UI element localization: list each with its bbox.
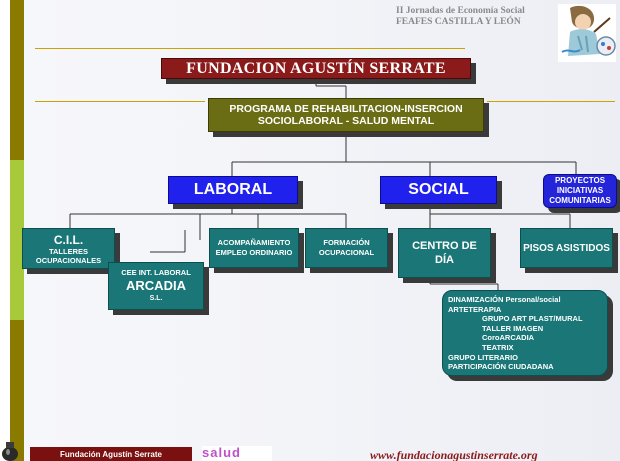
activity-teatrix: TEATRIX xyxy=(482,342,514,352)
footer-organization: Fundación Agustín Serrate xyxy=(30,447,192,461)
community-projects-box: PROYECTOS INICIATIVAS COMUNITARIAS xyxy=(543,174,617,208)
jar-icon xyxy=(2,442,18,461)
cil-box: C.I.L. TALLERES OCUPACIONALES xyxy=(22,228,115,269)
arcadia-top: CEE INT. LABORAL xyxy=(121,268,191,277)
acompanamiento-line-1: ACOMPAÑAMIENTO xyxy=(217,238,291,247)
top-rule xyxy=(35,48,465,49)
cil-title: C.I.L. xyxy=(53,232,84,247)
activity-grupo-art: GRUPO ART PLAST/MURAL xyxy=(482,314,583,324)
conference-line-2: FEAFES CASTILLA Y LEÓN xyxy=(396,17,521,27)
footer-url[interactable]: www.fundacionagustinserrate.org xyxy=(370,448,538,461)
foundation-title: FUNDACION AGUSTÍN SERRATE xyxy=(161,58,471,79)
projects-line-2: INICIATIVAS xyxy=(556,186,604,195)
activity-dinamizacion: DINAMIZACIÓN Personal/social xyxy=(448,295,561,304)
projects-line-1: PROYECTOS xyxy=(554,176,606,185)
social-box: SOCIAL xyxy=(380,176,497,204)
cil-sub-1: TALLERES xyxy=(48,246,89,256)
program-line-1: PROGRAMA DE REHABILITACION-INSERCION xyxy=(229,103,463,115)
sidebar-stripe xyxy=(10,0,24,461)
program-line-2: SOCIOLABORAL - SALUD MENTAL xyxy=(257,115,435,127)
left-rule xyxy=(35,101,205,102)
formacion-line-2: OCUPACIONAL xyxy=(318,248,375,257)
acompanamiento-line-2: EMPLEO ORDINARIO xyxy=(215,248,293,257)
activity-arteterapia: ARTETERAPIA xyxy=(448,304,502,314)
sidebar-segment-middle xyxy=(10,160,24,320)
formacion-line-1: FORMACIÓN xyxy=(323,238,370,247)
cil-sub-2: OCUPACIONALES xyxy=(35,255,102,265)
activity-coro-arcadia: CoroARCADIA xyxy=(482,333,535,343)
projects-line-3: COMUNITARIAS xyxy=(549,196,611,205)
sidebar-segment-top xyxy=(10,0,24,160)
conference-header: II Jornadas de Economía Social FEAFES CA… xyxy=(396,6,556,28)
right-rule xyxy=(487,101,615,102)
activities-box: DINAMIZACIÓN Personal/social ARTETERAPIA… xyxy=(442,290,608,376)
salud-logo: salud xyxy=(202,446,272,461)
laboral-box: LABORAL xyxy=(168,176,298,204)
painter-illustration xyxy=(558,4,616,62)
arcadia-sl: S.L. xyxy=(149,295,163,302)
formacion-box: FORMACIÓN OCUPACIONAL xyxy=(305,228,388,268)
centro-line-1: CENTRO DE xyxy=(412,240,477,252)
conference-line-1: II Jornadas de Economía Social xyxy=(396,6,525,16)
activity-taller-imagen: TALLER IMAGEN xyxy=(482,323,544,333)
arcadia-box: CEE INT. LABORAL ARCADIA S.L. xyxy=(108,262,204,310)
centro-line-2: DÍA xyxy=(435,254,454,266)
activity-grupo-literario: GRUPO LITERARIO xyxy=(448,352,519,362)
acompanamiento-box: ACOMPAÑAMIENTO EMPLEO ORDINARIO xyxy=(209,228,299,268)
program-box: PROGRAMA DE REHABILITACION-INSERCION SOC… xyxy=(208,98,484,132)
arcadia-name: ARCADIA xyxy=(126,278,186,293)
activity-participacion: PARTICIPACIÓN CIUDADANA xyxy=(448,362,554,372)
sidebar-segment-bottom xyxy=(10,320,24,461)
pisos-asistidos-box: PISOS ASISTIDOS xyxy=(520,228,613,268)
centro-de-dia-box: CENTRO DE DÍA xyxy=(398,228,491,278)
